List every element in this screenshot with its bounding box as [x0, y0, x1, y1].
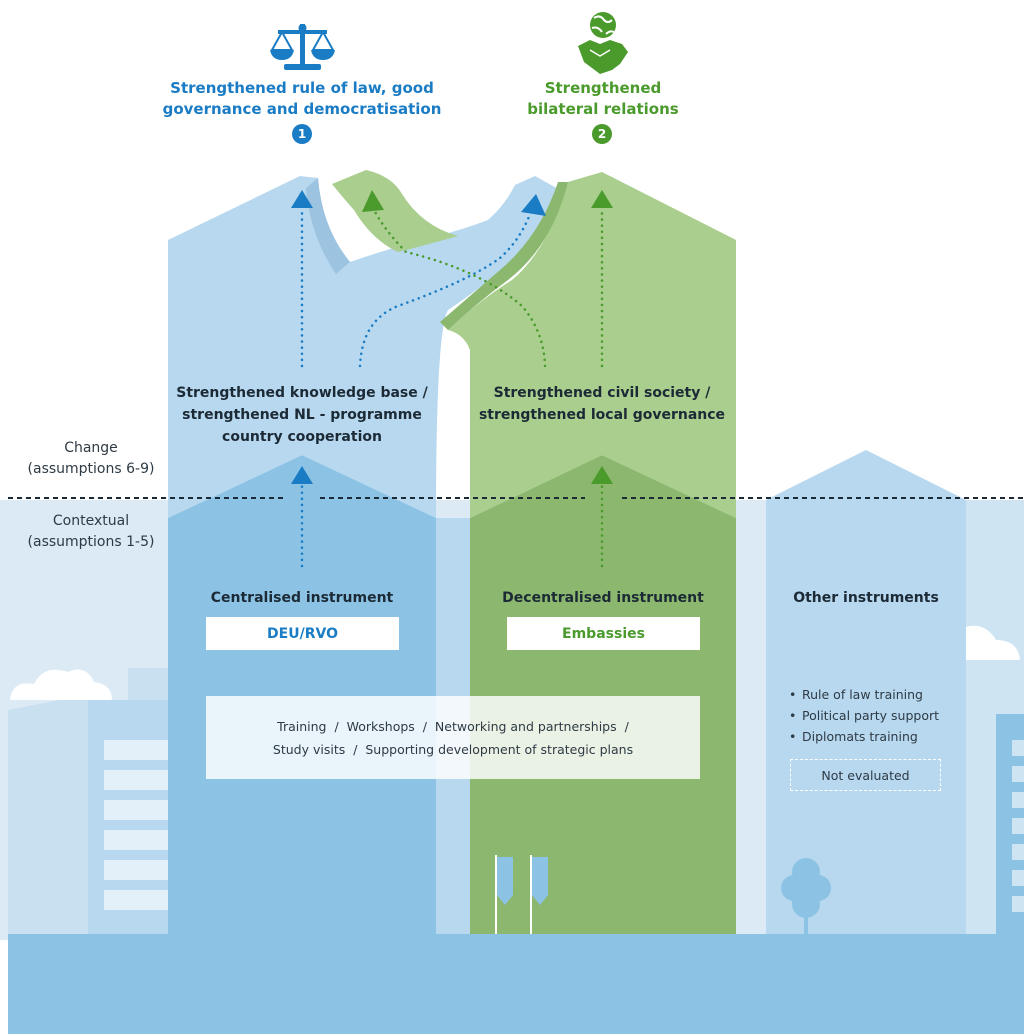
left-building-windows: [104, 740, 168, 910]
decentralised-block: [470, 455, 736, 936]
outcome-1-title: Strengthened rule of law, good governanc…: [150, 78, 454, 120]
cloud-left: [10, 669, 112, 700]
activity-item: Study visits: [272, 741, 346, 757]
activities-row-1: Training / Workshops / Networking and pa…: [277, 715, 629, 738]
activity-separator: /: [414, 718, 435, 734]
not-evaluated-note: Not evaluated: [790, 759, 941, 791]
arrowhead-green-upper-cross: [362, 190, 384, 212]
level-contextual-title: Contextual: [52, 513, 130, 529]
activity-item: Training: [277, 718, 327, 734]
blue-path-shadow: [306, 178, 350, 274]
level-change-label: Change (assumptions 6-9): [10, 438, 172, 480]
decentralised-instrument-title: Decentralised instrument: [502, 590, 704, 606]
intermediate-right-line-2: strengthened local governance: [478, 407, 726, 423]
list-item: Political party support: [789, 705, 989, 726]
upper-green-shape: [332, 170, 458, 252]
intermediate-right: Strengthened civil society / strengthene…: [470, 382, 734, 426]
activities-box: Training / Workshops / Networking and pa…: [206, 696, 700, 779]
activity-separator: /: [345, 741, 366, 757]
outcome-2-title: Strengthened bilateral relations: [480, 78, 726, 120]
arrowhead-blue-upper-cross: [521, 194, 546, 216]
activities-row-2: Study visits / Supporting development of…: [273, 738, 633, 761]
upper-blue-shape: [168, 176, 560, 518]
decentralised-instrument-box: Embassies: [507, 617, 700, 650]
outcome-2-number-badge: 2: [592, 124, 612, 144]
outcome-2-line-1: Strengthened: [544, 79, 662, 97]
outcome-1-number-badge: 1: [292, 124, 312, 144]
intermediate-left-line-1: Strengthened knowledge base /: [176, 385, 428, 401]
arrowhead-blue-lower: [291, 466, 313, 484]
green-path-shadow: [440, 182, 568, 330]
scales-of-justice-icon: [270, 24, 335, 70]
intermediate-left: Strengthened knowledge base / strengthen…: [170, 382, 434, 448]
centralised-block: [168, 455, 436, 936]
list-item: Rule of law training: [789, 684, 989, 705]
level-contextual-label: Contextual (assumptions 1-5): [10, 511, 172, 553]
ground: [8, 934, 1024, 1034]
other-instruments-list: Rule of law training Political party sup…: [789, 684, 989, 747]
activity-separator: /: [616, 718, 629, 734]
intermediate-right-line-1: Strengthened civil society /: [493, 385, 711, 401]
activity-item: Supporting development of strategic plan…: [365, 741, 634, 757]
globe-handshake-icon: [578, 12, 628, 74]
intermediate-left-line-3: country cooperation: [222, 429, 382, 445]
centralised-instrument-title: Centralised instrument: [210, 590, 394, 606]
outcome-1-line-2: governance and democratisation: [162, 100, 442, 118]
centralised-instrument-box: DEU/RVO: [206, 617, 399, 650]
activity-item: Networking and partnerships: [434, 718, 617, 734]
outcome-1-line-1: Strengthened rule of law, good: [170, 79, 434, 97]
list-item: Diplomats training: [789, 726, 989, 747]
level-change-assumptions: (assumptions 6-9): [27, 461, 155, 477]
right-tower-windows: [1012, 740, 1024, 912]
other-instruments-title: Other instruments: [793, 590, 939, 606]
activity-item: Workshops: [346, 718, 415, 734]
tree-icon: [781, 858, 831, 935]
upper-green-main: [448, 172, 736, 518]
outcome-2-line-2: bilateral relations: [527, 100, 679, 118]
arrowhead-blue-upper-left: [291, 190, 313, 208]
arrowhead-green-lower: [591, 466, 613, 484]
arrowhead-green-upper-right: [591, 190, 613, 208]
level-contextual-assumptions: (assumptions 1-5): [27, 534, 155, 550]
intermediate-left-line-2: strengthened NL - programme: [182, 407, 422, 423]
level-change-title: Change: [64, 440, 118, 456]
activity-separator: /: [326, 718, 347, 734]
flags-icon: [495, 855, 548, 935]
